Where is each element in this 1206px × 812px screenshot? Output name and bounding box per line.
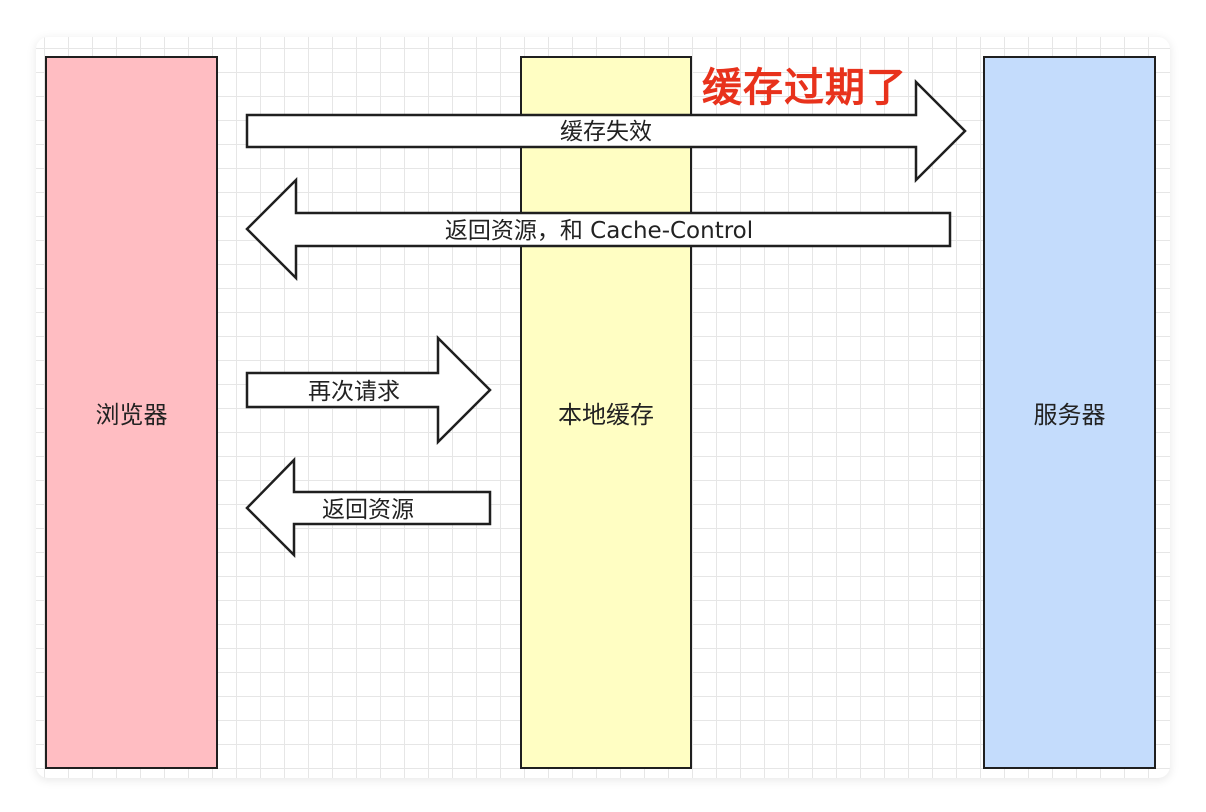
lane-server: 服务器 [983,56,1156,769]
arrows-layer: 缓存失效 返回资源，和 Cache-Control 再次请求 返回资源 [245,78,967,559]
arrow-return-resource-cache-control-label: 返回资源，和 Cache-Control [445,218,753,244]
arrow-return-resource-cache-control: 返回资源，和 Cache-Control [245,176,952,282]
arrow-return-resource: 返回资源 [245,456,492,559]
arrow-request-again-label: 再次请求 [308,379,400,405]
arrow-cache-invalid: 缓存失效 [245,78,967,184]
lane-local-cache-label: 本地缓存 [558,401,654,429]
diagram-canvas: 浏览器 本地缓存 服务器 缓存失效 返回资源，和 Cache-Control 再… [36,37,1170,778]
lane-browser-label: 浏览器 [95,401,168,429]
lane-local-cache: 本地缓存 [520,56,692,769]
arrow-request-again: 再次请求 [245,334,492,446]
cache-expired-note: 缓存过期了 [702,65,907,111]
arrow-cache-invalid-label: 缓存失效 [560,119,652,145]
lane-server-label: 服务器 [1033,401,1106,429]
lane-browser: 浏览器 [45,56,218,769]
arrow-return-resource-label: 返回资源 [322,497,414,523]
